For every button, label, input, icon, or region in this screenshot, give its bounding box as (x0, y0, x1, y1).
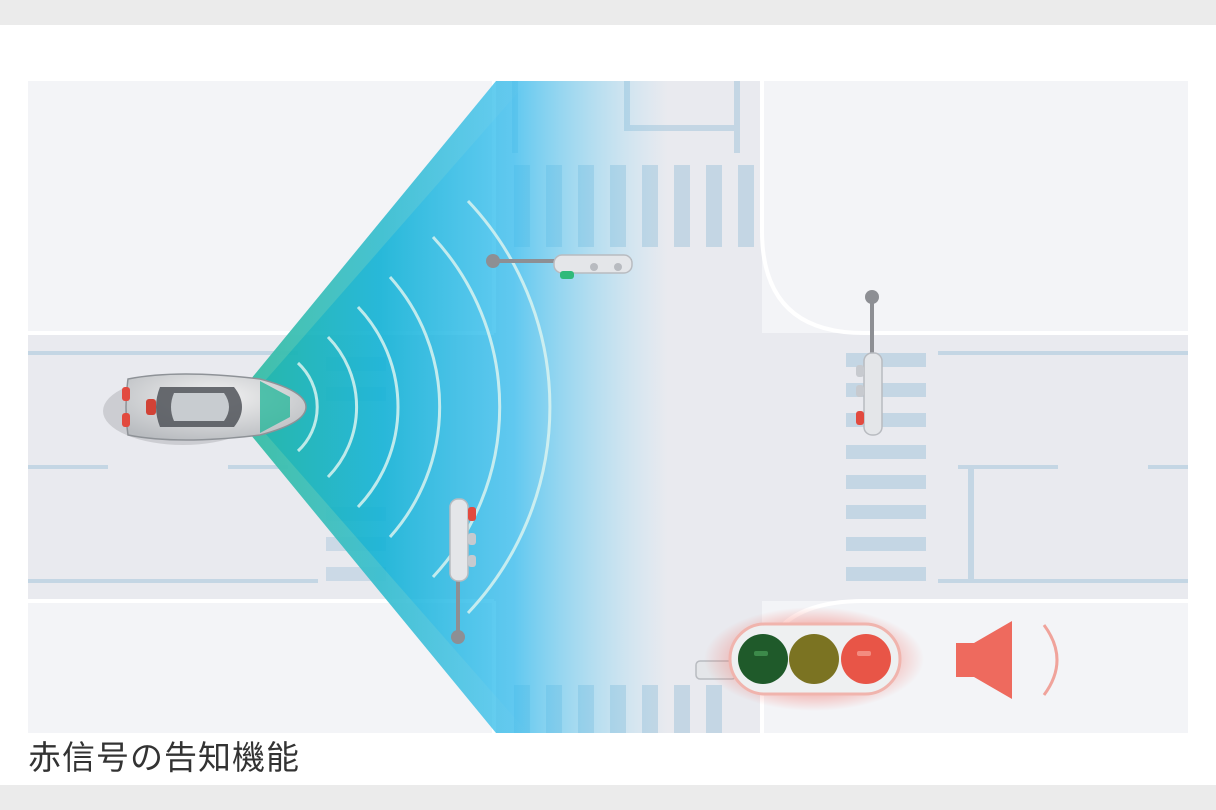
car-top-view-icon (103, 373, 307, 445)
traffic-light-icon (695, 607, 924, 711)
detection-waves-icon (228, 81, 668, 733)
traffic-light-icon (856, 290, 883, 436)
speaker-icon (956, 621, 1059, 699)
figure-caption: 赤信号の告知機能 (28, 738, 300, 777)
intersection-illustration (28, 81, 1188, 733)
traffic-light-icon (449, 498, 476, 644)
traffic-light-icon (486, 254, 633, 279)
figure-card: 赤信号の告知機能 (0, 25, 1216, 785)
